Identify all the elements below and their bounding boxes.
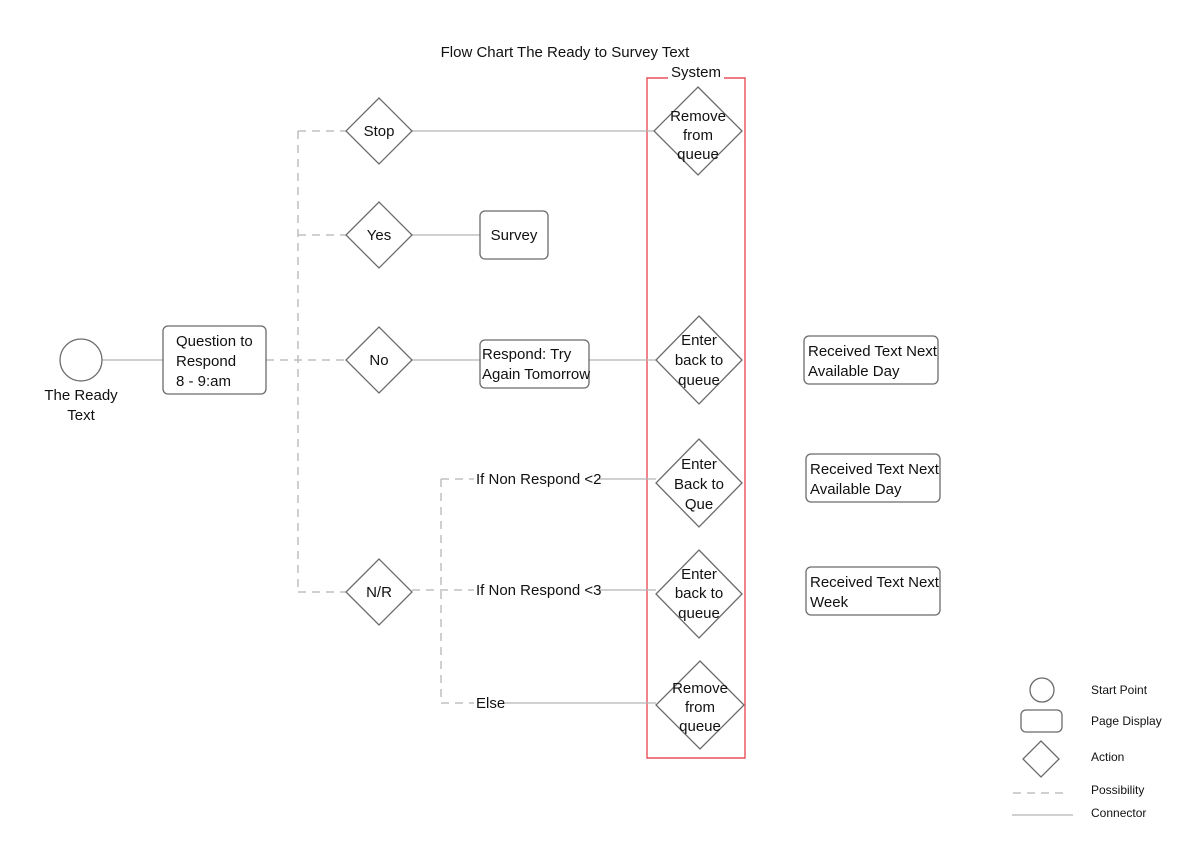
question-node[interactable]: Question to Respond 8 - 9:am <box>162 325 267 395</box>
enter-queue-2-line-3: Que <box>685 496 713 513</box>
start-label-line-2: Text <box>67 407 95 424</box>
chart-title: Flow Chart The Ready to Survey Text <box>441 44 691 61</box>
received-text-node-3[interactable]: Received Text Next Week <box>805 566 941 616</box>
enter-queue-node-2[interactable]: Enter Back to Que <box>655 438 743 528</box>
question-label-line-1: Question to <box>176 333 253 350</box>
system-label: System <box>671 64 721 81</box>
remove-queue-diamond-2 <box>655 660 745 750</box>
legend: Start Point Page Display Action Possibil… <box>1012 677 1162 820</box>
legend-start-point-icon <box>1029 677 1055 703</box>
stop-diamond <box>345 97 413 165</box>
nr-diamond <box>345 558 413 626</box>
legend-start-point-label: Start Point <box>1091 683 1148 697</box>
yes-label: Yes <box>367 227 391 244</box>
remove-queue-2-line-3: queue <box>679 718 721 735</box>
stop-label: Stop <box>364 123 395 140</box>
question-label-line-2: Respond <box>176 353 236 370</box>
legend-connector-label: Connector <box>1091 806 1146 820</box>
enter-queue-node-3[interactable]: Enter back to queue <box>655 549 743 639</box>
survey-node[interactable]: Survey <box>479 210 549 260</box>
received-text-3-line-1: Received Text Next <box>810 574 940 591</box>
received-text-3-line-2: Week <box>810 594 849 611</box>
legend-possibility-label: Possibility <box>1091 783 1144 797</box>
enter-queue-1-line-2: back to <box>675 352 723 369</box>
received-text-1-line-2: Available Day <box>808 363 900 380</box>
nr-node[interactable]: N/R <box>345 558 413 626</box>
survey-label: Survey <box>491 227 538 244</box>
respond-try-label-line-1: Respond: Try <box>482 346 572 363</box>
enter-queue-2-line-2: Back to <box>674 476 724 493</box>
remove-queue-diamond-1 <box>653 86 743 176</box>
question-label-line-3: 8 - 9:am <box>176 373 231 390</box>
received-text-box-1 <box>803 335 939 385</box>
remove-queue-1-line-1: Remove <box>670 108 726 125</box>
branch-label-else: Else <box>476 695 505 712</box>
received-text-1-line-1: Received Text Next <box>808 343 938 360</box>
yes-node[interactable]: Yes <box>345 201 413 269</box>
enter-queue-diamond-1 <box>655 315 743 405</box>
received-text-node-1[interactable]: Received Text Next Available Day <box>803 335 939 385</box>
legend-action-icon <box>1022 740 1060 778</box>
no-label: No <box>369 352 388 369</box>
remove-queue-2-line-1: Remove <box>672 680 728 697</box>
enter-queue-1-line-3: queue <box>678 372 720 389</box>
received-text-node-2[interactable]: Received Text Next Available Day <box>805 453 941 503</box>
respond-try-box <box>479 339 590 389</box>
enter-queue-1-line-1: Enter <box>681 332 717 349</box>
question-box <box>162 325 267 395</box>
remove-queue-node-1[interactable]: Remove from queue <box>653 86 743 176</box>
legend-page-display-icon <box>1020 709 1063 733</box>
start-label-line-1: The Ready <box>44 387 118 404</box>
system-frame <box>646 77 746 759</box>
enter-queue-3-line-2: back to <box>675 585 723 602</box>
remove-queue-node-2[interactable]: Remove from queue <box>655 660 745 750</box>
yes-diamond <box>345 201 413 269</box>
enter-queue-node-1[interactable]: Enter back to queue <box>655 315 743 405</box>
remove-queue-1-line-2: from <box>683 127 713 144</box>
enter-queue-2-line-1: Enter <box>681 456 717 473</box>
enter-queue-diamond-2 <box>655 438 743 528</box>
system-group: System <box>646 64 746 759</box>
enter-queue-diamond-3 <box>655 549 743 639</box>
survey-box <box>479 210 549 260</box>
received-text-box-2 <box>805 453 941 503</box>
remove-queue-2-line-2: from <box>685 699 715 716</box>
nr-label: N/R <box>366 584 392 601</box>
start-node[interactable]: The Ready Text <box>44 338 118 424</box>
remove-queue-1-line-3: queue <box>677 146 719 163</box>
legend-page-display-label: Page Display <box>1091 714 1162 728</box>
start-point-icon <box>59 338 103 382</box>
respond-try-node[interactable]: Respond: Try Again Tomorrow <box>479 339 590 389</box>
enter-queue-3-line-1: Enter <box>681 566 717 583</box>
legend-action-label: Action <box>1091 750 1124 764</box>
received-text-2-line-2: Available Day <box>810 481 902 498</box>
stop-node[interactable]: Stop <box>345 97 413 165</box>
connectors <box>102 130 656 704</box>
received-text-2-line-1: Received Text Next <box>810 461 940 478</box>
respond-try-label-line-2: Again Tomorrow <box>482 366 590 383</box>
possibility-lines <box>266 130 474 704</box>
no-node[interactable]: No <box>345 326 413 394</box>
received-text-box-3 <box>805 566 941 616</box>
enter-queue-3-line-3: queue <box>678 605 720 622</box>
no-diamond <box>345 326 413 394</box>
branch-label-lt3: If Non Respond <3 <box>476 582 602 599</box>
branch-label-lt2: If Non Respond <2 <box>476 471 602 488</box>
